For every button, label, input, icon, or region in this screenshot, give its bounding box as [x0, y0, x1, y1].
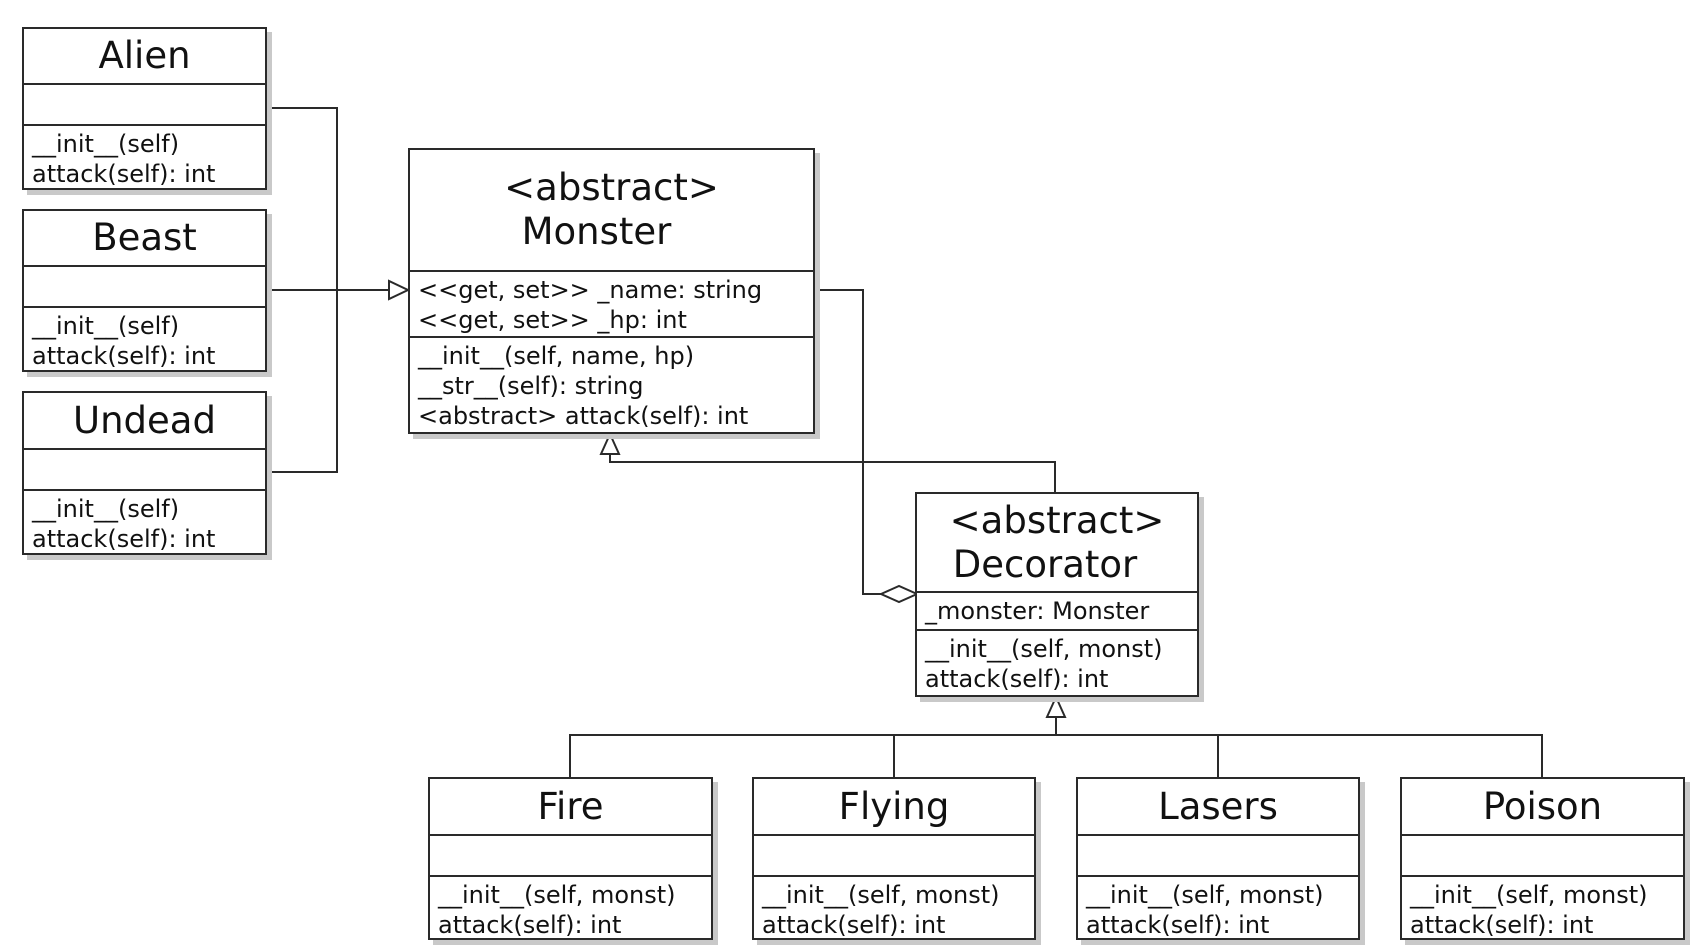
- class-fire[interactable]: Fire __init__(self, monst) attack(self):…: [428, 777, 713, 940]
- operation: attack(self): int: [32, 342, 216, 370]
- class-name: Monster: [521, 210, 672, 253]
- class-decorator-operations: __init__(self, monst) attack(self): int: [917, 631, 1197, 694]
- class-poison-operations: __init__(self, monst) attack(self): int: [1402, 877, 1683, 940]
- class-name: Beast: [92, 216, 197, 259]
- class-flying[interactable]: Flying __init__(self, monst) attack(self…: [752, 777, 1036, 940]
- operation: __init__(self, monst): [438, 881, 676, 909]
- class-poison-header: Poison: [1402, 779, 1683, 836]
- operation: __init__(self, monst): [1086, 881, 1324, 909]
- class-beast-attributes: [24, 267, 265, 308]
- operation: attack(self): int: [32, 525, 216, 553]
- decorator-to-monster-edge: [609, 454, 1056, 492]
- class-lasers-operations: __init__(self, monst) attack(self): int: [1078, 877, 1358, 940]
- class-lasers-header: Lasers: [1078, 779, 1358, 836]
- class-monster-operations: __init__(self, name, hp) __str__(self): …: [410, 338, 813, 431]
- class-name: Fire: [537, 784, 604, 828]
- attribute: _monster: Monster: [925, 597, 1150, 625]
- attribute: <<get, set>> _name: string: [418, 276, 763, 304]
- class-alien-operations: __init__(self) attack(self): int: [24, 126, 265, 189]
- class-beast[interactable]: Beast __init__(self) attack(self): int: [22, 209, 267, 372]
- class-undead-operations: __init__(self) attack(self): int: [24, 491, 265, 554]
- class-decorator-attributes: _monster: Monster: [917, 593, 1197, 631]
- class-flying-attributes: [754, 836, 1034, 877]
- operation: __init__(self, monst): [1410, 881, 1648, 909]
- class-beast-header: Beast: [24, 211, 265, 267]
- class-stereotype: <abstract>: [504, 166, 719, 209]
- class-undead-attributes: [24, 450, 265, 491]
- generalization-arrowhead-decorator: [1045, 694, 1067, 718]
- alien-to-monster-edge: [267, 107, 338, 290]
- class-fire-header: Fire: [430, 779, 711, 836]
- class-alien-header: Alien: [24, 29, 265, 85]
- generalization-arrowhead-monster-bottom: [599, 431, 621, 455]
- operation: __init__(self, name, hp): [418, 342, 695, 370]
- operation: attack(self): int: [762, 911, 946, 939]
- attribute: <<get, set>> _hp: int: [418, 306, 687, 334]
- aggregation-diamond: [878, 584, 920, 604]
- class-decorator-header: <abstract> Decorator: [917, 494, 1197, 593]
- class-fire-attributes: [430, 836, 711, 877]
- class-beast-operations: __init__(self) attack(self): int: [24, 308, 265, 371]
- operation: attack(self): int: [1410, 911, 1594, 939]
- operation: __init__(self): [32, 495, 180, 523]
- operation: __init__(self): [32, 312, 180, 340]
- decorator-subclasses-bus: [569, 734, 1543, 777]
- class-alien-attributes: [24, 85, 265, 126]
- class-fire-operations: __init__(self, monst) attack(self): int: [430, 877, 711, 940]
- class-poison-attributes: [1402, 836, 1683, 877]
- operation: <abstract> attack(self): int: [418, 402, 749, 430]
- class-decorator[interactable]: <abstract> Decorator _monster: Monster _…: [915, 492, 1199, 697]
- class-lasers-attributes: [1078, 836, 1358, 877]
- class-monster-header: <abstract> Monster: [410, 150, 813, 272]
- class-poison[interactable]: Poison __init__(self, monst) attack(self…: [1400, 777, 1685, 940]
- class-name: Alien: [98, 34, 191, 77]
- aggregation-edge: [815, 289, 881, 595]
- class-name: Poison: [1482, 784, 1603, 828]
- class-stereotype: <abstract>: [949, 498, 1165, 542]
- operation: attack(self): int: [1086, 911, 1270, 939]
- operation: __str__(self): string: [418, 372, 644, 400]
- class-name: Flying: [838, 784, 950, 828]
- class-undead-header: Undead: [24, 393, 265, 450]
- generalization-arrowhead-monster-left: [388, 279, 411, 301]
- undead-to-monster-edge: [267, 290, 338, 473]
- class-name: Lasers: [1158, 784, 1278, 828]
- class-name: Decorator: [952, 542, 1138, 586]
- class-monster[interactable]: <abstract> Monster <<get, set>> _name: s…: [408, 148, 815, 434]
- operation: __init__(self, monst): [762, 881, 1000, 909]
- class-undead[interactable]: Undead __init__(self) attack(self): int: [22, 391, 267, 555]
- operation: __init__(self, monst): [925, 635, 1163, 663]
- operation: __init__(self): [32, 130, 180, 158]
- operation: attack(self): int: [32, 160, 216, 188]
- class-name: Undead: [73, 398, 216, 442]
- class-lasers[interactable]: Lasers __init__(self, monst) attack(self…: [1076, 777, 1360, 940]
- class-alien[interactable]: Alien __init__(self) attack(self): int: [22, 27, 267, 190]
- operation: attack(self): int: [925, 665, 1109, 693]
- operation: attack(self): int: [438, 911, 622, 939]
- class-monster-attributes: <<get, set>> _name: string <<get, set>> …: [410, 272, 813, 338]
- class-flying-header: Flying: [754, 779, 1034, 836]
- class-flying-operations: __init__(self, monst) attack(self): int: [754, 877, 1034, 940]
